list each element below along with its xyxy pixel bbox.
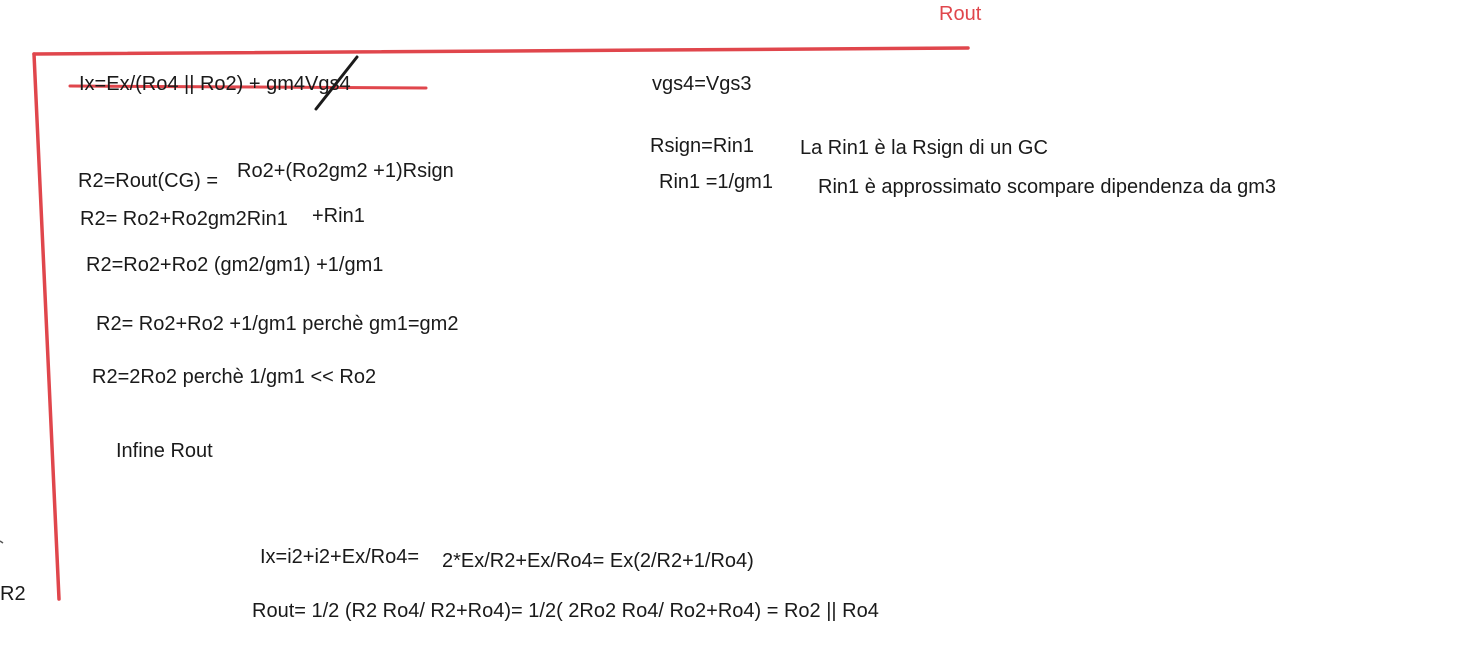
- vgs4-eq: vgs4=Vgs3: [652, 73, 752, 95]
- r2-rout-cg-expr: Ro2+(Ro2gm2 +1)Rsign: [237, 160, 454, 182]
- r2-line-5: R2=2Ro2 perchè 1/gm1 << Ro2: [92, 366, 377, 388]
- r2-line-2: R2= Ro2+Ro2gm2Rin1: [80, 208, 288, 230]
- red-left-line: [32, 52, 61, 601]
- infine-rout: Infine Rout: [116, 440, 213, 462]
- r2-line-2-suffix: +Rin1: [312, 205, 365, 227]
- ix-bottom-part1: Ix=i2+i2+Ex/Ro4=: [260, 546, 419, 568]
- rout-final: Rout= 1/2 (R2 Ro4/ R2+Ro4)= 1/2( 2Ro2 Ro…: [252, 600, 879, 622]
- note-rin1-approx: Rin1 è approssimato scompare dipendenza …: [818, 176, 1277, 198]
- rin1-eq: Rin1 =1/gm1: [659, 171, 773, 193]
- r2-line-3: R2=Ro2+Ro2 (gm2/gm1) +1/gm1: [86, 254, 384, 276]
- r2-rout-cg: R2=Rout(CG) =: [78, 170, 219, 192]
- ix-bottom-part2: 2*Ex/R2+Ex/Ro4= Ex(2/R2+1/Ro4): [442, 550, 754, 572]
- rsign-eq: Rsign=Rin1: [650, 135, 754, 157]
- note-rin1-gc: La Rin1 è la Rsign di un GC: [800, 137, 1048, 159]
- r2-line-4: R2= Ro2+Ro2 +1/gm1 perchè gm1=gm2: [96, 313, 459, 335]
- ix-struck-formula: Ix=Ex/(Ro4 || Ro2) + gm4Vgs4: [79, 73, 351, 95]
- red-top-line: [32, 46, 970, 56]
- edge-mark: [0, 540, 4, 544]
- rout-top-label: Rout: [939, 3, 982, 25]
- r2-side-label: R2: [0, 583, 26, 605]
